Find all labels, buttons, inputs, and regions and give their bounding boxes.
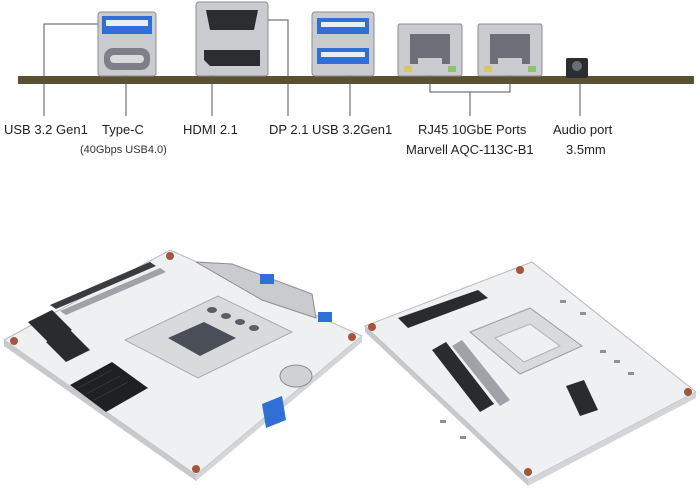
pcb-edge-strip — [18, 76, 694, 84]
board-front — [3, 249, 363, 481]
label-dp: DP 2.1 — [269, 122, 309, 137]
label-usb32-gen1-right: USB 3.2Gen1 — [312, 122, 393, 137]
label-typec-sub: (40Gbps USB4.0) — [80, 144, 167, 156]
label-audio-line2: 3.5mm — [566, 142, 606, 157]
label-usb32-gen1-left: USB 3.2 Gen1 — [4, 122, 88, 137]
io-panel-diagram — [18, 1, 694, 116]
rj45-port-left — [397, 23, 463, 77]
label-audio-line1: Audio port — [553, 122, 613, 137]
label-typec: Type-C — [102, 122, 144, 137]
usb-typec-stack — [97, 11, 157, 77]
audio-jack — [566, 58, 588, 78]
label-rj45-line1: RJ45 10GbE Ports — [418, 122, 527, 137]
label-rj45-line2: Marvell AQC-113C-B1 — [406, 142, 534, 157]
rj45-port-right — [477, 23, 543, 77]
label-hdmi: HDMI 2.1 — [183, 122, 238, 137]
usb-dual-stack — [311, 11, 375, 77]
hdmi-dp-stack — [195, 1, 269, 77]
board-back — [364, 261, 697, 486]
leader-lines — [43, 19, 581, 116]
